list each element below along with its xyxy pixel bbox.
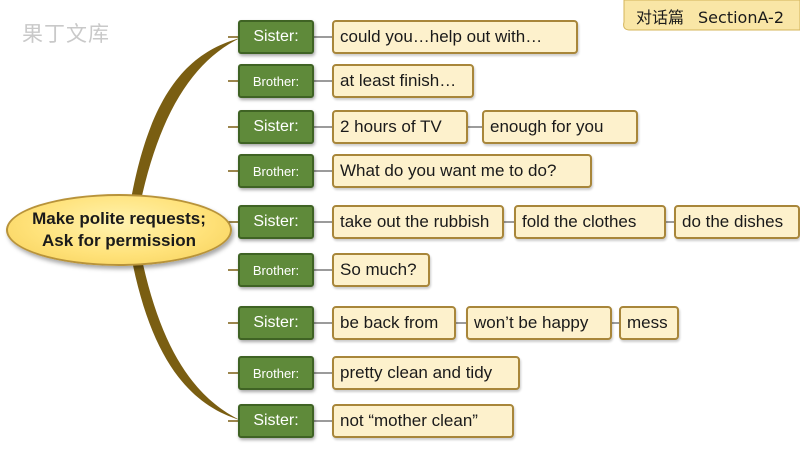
speaker-label: Brother: [238, 64, 314, 98]
central-topic-line1: Make polite requests; [32, 209, 206, 228]
speaker-label: Sister: [238, 306, 314, 340]
branch-curve-top [130, 38, 240, 205]
phrase-box: do the dishes [674, 205, 800, 239]
central-topic: Make polite requests; Ask for permission [6, 194, 232, 266]
watermark: 果丁文库 [22, 22, 110, 46]
speaker-label: Sister: [238, 205, 314, 239]
phrase-box: take out the rubbish [332, 205, 504, 239]
connector-lines [228, 36, 674, 422]
speaker-label: Sister: [238, 110, 314, 144]
phrase-box: 2 hours of TV [332, 110, 468, 144]
phrase-box: What do you want me to do? [332, 154, 592, 188]
phrase-box: mess [619, 306, 679, 340]
phrase-box: pretty clean and tidy [332, 356, 520, 390]
banner-shape [623, 0, 800, 31]
phrase-box: not “mother clean” [332, 404, 514, 438]
central-topic-line2: Ask for permission [42, 231, 196, 250]
banner-part2: SectionA-2 [698, 8, 785, 27]
phrase-box: be back from [332, 306, 456, 340]
speaker-label: Sister: [238, 20, 314, 54]
phrase-box: won’t be happy [466, 306, 612, 340]
phrase-box: could you…help out with… [332, 20, 578, 54]
phrase-box: fold the clothes [514, 205, 666, 239]
speaker-label: Brother: [238, 253, 314, 287]
phrase-box: at least finish… [332, 64, 474, 98]
banner-text: 对话篇 SectionA-2 [636, 4, 784, 28]
banner-part1: 对话篇 [636, 8, 685, 27]
phrase-box: enough for you [482, 110, 638, 144]
speaker-label: Brother: [238, 356, 314, 390]
speaker-label: Sister: [238, 404, 314, 438]
speaker-label: Brother: [238, 154, 314, 188]
phrase-box: So much? [332, 253, 430, 287]
branch-curve-bottom [130, 250, 240, 420]
section-banner: 对话篇 SectionA-2 [620, 0, 800, 32]
